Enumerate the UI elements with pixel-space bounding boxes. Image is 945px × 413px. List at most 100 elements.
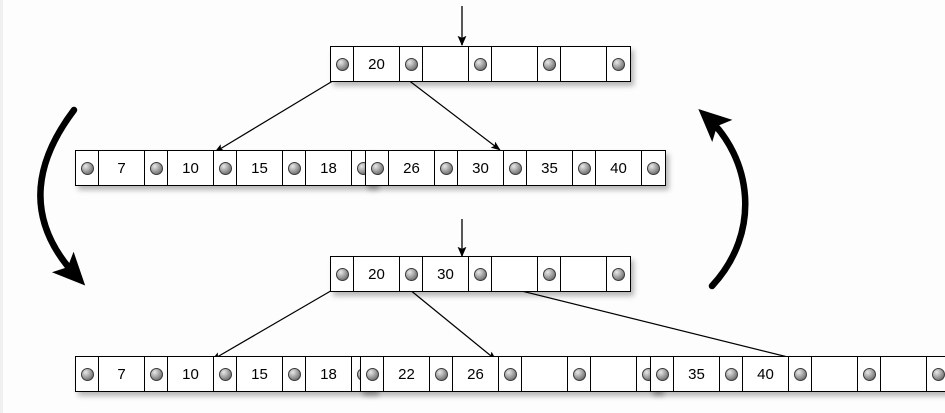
pointer-dot-icon [218,161,232,175]
pointer-cell[interactable] [283,357,306,391]
pointer-cell[interactable] [366,151,389,185]
key-cell[interactable]: 35 [527,151,573,185]
key-cell[interactable]: 10 [168,151,214,185]
leaf-node-after-right[interactable]: 35 40 [650,356,945,392]
key-cell[interactable]: 18 [306,357,352,391]
pointer-cell[interactable] [499,357,522,391]
pointer-cell[interactable] [283,151,306,185]
pointer-cell[interactable] [469,47,492,81]
empty-key-cell[interactable] [522,357,568,391]
pointer-cell[interactable] [214,151,237,185]
key-cell[interactable]: 7 [99,151,145,185]
left-edge-strip [0,0,3,413]
pointer-cell[interactable] [538,257,561,291]
key-cell[interactable]: 7 [99,357,145,391]
pointer-dot-icon [612,267,625,281]
edge-root-to-left-leaf [214,75,342,153]
pointer-dot-icon [287,367,301,381]
pointer-cell[interactable] [607,257,630,291]
pointer-cell[interactable] [145,151,168,185]
pointer-dot-icon [542,57,556,71]
pointer-cell[interactable] [858,357,881,391]
pointer-dot-icon [655,367,669,381]
pointer-dot-icon [218,367,232,381]
key-cell[interactable]: 15 [237,357,283,391]
pointer-dot-icon [80,367,94,381]
edge-root2-to-middle-leaf [403,284,497,361]
pointer-dot-icon [439,161,453,175]
pointer-dot-icon [793,367,807,381]
pointer-cell[interactable] [400,257,423,291]
pointer-dot-icon [335,267,349,281]
pointer-cell[interactable] [430,357,453,391]
pointer-dot-icon [612,57,625,71]
key-cell[interactable]: 10 [168,357,214,391]
pointer-cell[interactable] [538,47,561,81]
pointer-cell[interactable] [76,357,99,391]
pointer-dot-icon [335,57,349,71]
leaf-node-before-left[interactable]: 7 10 15 18 [75,150,376,186]
leaf-node-after-left[interactable]: 7 10 15 18 [75,356,376,392]
pointer-cell[interactable] [642,151,665,185]
empty-key-cell[interactable] [423,47,469,81]
empty-key-cell[interactable] [492,47,538,81]
key-cell[interactable]: 20 [354,257,400,291]
pointer-dot-icon [287,161,301,175]
root-node-before[interactable]: 20 [330,46,631,82]
pointer-dot-icon [80,161,94,175]
key-cell[interactable]: 15 [237,151,283,185]
pointer-dot-icon [149,367,163,381]
edge-root2-to-left-leaf [211,284,342,361]
pointer-cell[interactable] [651,357,674,391]
pointer-dot-icon [508,161,522,175]
key-cell[interactable]: 35 [674,357,720,391]
empty-key-cell[interactable] [561,47,607,81]
key-cell[interactable]: 18 [306,151,352,185]
leaf-node-before-right[interactable]: 26 30 35 40 [365,150,666,186]
pointer-cell[interactable] [504,151,527,185]
pointer-dot-icon [365,367,379,381]
pointer-cell[interactable] [214,357,237,391]
empty-key-cell[interactable] [812,357,858,391]
pointer-dot-icon [473,57,487,71]
pointer-cell[interactable] [573,151,596,185]
key-cell[interactable]: 30 [458,151,504,185]
pointer-cell[interactable] [720,357,743,391]
pointer-dot-icon [862,367,876,381]
key-cell[interactable]: 26 [453,357,499,391]
pointer-dot-icon [149,161,163,175]
pointer-cell[interactable] [927,357,945,391]
leaf-node-after-middle[interactable]: 22 26 [360,356,661,392]
empty-key-cell[interactable] [561,257,607,291]
pointer-cell[interactable] [76,151,99,185]
pointer-cell[interactable] [331,257,354,291]
pointer-dot-icon [404,267,418,281]
key-cell[interactable]: 40 [596,151,642,185]
transition-arrow-left [37,106,86,286]
pointer-dot-icon [434,367,448,381]
edge-root-to-right-leaf [402,75,501,151]
pointer-cell[interactable] [435,151,458,185]
empty-key-cell[interactable] [881,357,927,391]
empty-key-cell[interactable] [492,257,538,291]
pointer-dot-icon [473,267,487,281]
transition-arrow-right [698,108,749,290]
key-cell[interactable]: 20 [354,47,400,81]
pointer-dot-icon [503,367,517,381]
key-cell[interactable]: 22 [384,357,430,391]
pointer-cell[interactable] [607,47,630,81]
pointer-cell[interactable] [361,357,384,391]
pointer-cell[interactable] [145,357,168,391]
key-cell[interactable]: 40 [743,357,789,391]
key-cell[interactable]: 30 [423,257,469,291]
empty-key-cell[interactable] [591,357,637,391]
pointer-cell[interactable] [400,47,423,81]
key-cell[interactable]: 26 [389,151,435,185]
pointer-cell[interactable] [469,257,492,291]
pointer-dot-icon [572,367,586,381]
pointer-cell[interactable] [568,357,591,391]
pointer-cell[interactable] [789,357,812,391]
pointer-cell[interactable] [331,47,354,81]
